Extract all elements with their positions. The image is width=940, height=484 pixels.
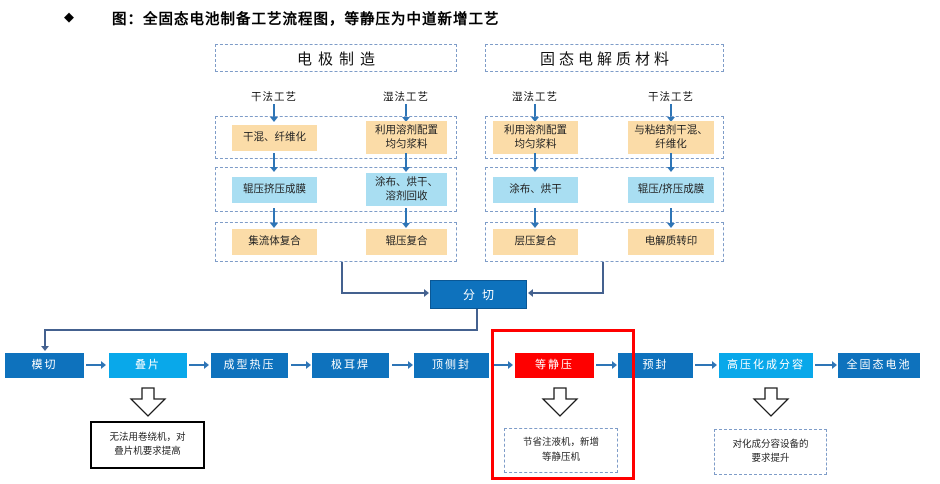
node-stacking: 叠片 bbox=[109, 353, 187, 378]
stage-container bbox=[485, 116, 724, 159]
right-arrow-icon bbox=[341, 289, 429, 297]
down-arrow-icon bbox=[667, 208, 675, 228]
section-header-electrolyte: 固态电解质材料 bbox=[485, 44, 724, 72]
step-solvent-slurry: 利用溶剂配置 均匀浆料 bbox=[366, 121, 447, 154]
note-formation-equipment: 对化成分容设备的 要求提升 bbox=[714, 429, 827, 475]
process-label-dry: 干法工艺 bbox=[648, 91, 694, 103]
step-collector-composite: 集流体复合 bbox=[232, 229, 317, 255]
down-arrow-icon bbox=[667, 153, 675, 172]
note-stacking-machine: 无法用卷绕机，对 叠片机要求提高 bbox=[90, 421, 205, 469]
right-arrow-icon bbox=[596, 361, 617, 369]
connector-line bbox=[602, 262, 604, 294]
node-isostatic-pressing: 等静压 bbox=[515, 353, 594, 378]
down-arrow-icon bbox=[270, 153, 278, 172]
left-arrow-icon bbox=[528, 289, 604, 297]
node-tab-welding: 极耳焊 bbox=[312, 353, 389, 378]
right-arrow-icon bbox=[291, 361, 311, 369]
stage-container bbox=[215, 222, 457, 262]
connector-line bbox=[476, 309, 478, 331]
step-coating-drying: 涂布、烘干 bbox=[493, 177, 578, 203]
down-arrow-icon bbox=[531, 153, 539, 172]
down-arrow-icon bbox=[402, 153, 410, 172]
step-roll-extrude-film: 辊压/挤压成膜 bbox=[628, 177, 714, 203]
step-lamination-composite: 层压复合 bbox=[493, 229, 578, 255]
stage-container bbox=[215, 116, 457, 159]
down-arrow-icon bbox=[270, 104, 278, 122]
note-isostatic-press-machine: 节省注液机，新增 等静压机 bbox=[504, 428, 618, 473]
hollow-down-arrow-icon bbox=[752, 387, 790, 417]
process-label-wet: 湿法工艺 bbox=[512, 91, 558, 103]
node-hot-press-forming: 成型热压 bbox=[211, 353, 288, 378]
step-roll-composite: 辊压复合 bbox=[366, 229, 447, 255]
node-die-cutting: 模切 bbox=[5, 353, 84, 378]
down-arrow-icon bbox=[531, 208, 539, 228]
node-top-side-sealing: 顶侧封 bbox=[414, 353, 489, 378]
node-formation-capacity: 高压化成分容 bbox=[719, 353, 813, 378]
stage-container bbox=[485, 167, 724, 212]
step-binder-dry-mix: 与粘结剂干混、 纤维化 bbox=[628, 121, 714, 154]
down-arrow-icon bbox=[41, 331, 49, 351]
stage-container bbox=[215, 167, 457, 212]
right-arrow-icon bbox=[815, 361, 837, 369]
stage-container bbox=[485, 222, 724, 262]
process-label-wet: 湿法工艺 bbox=[383, 91, 429, 103]
diamond-bullet-icon: ◆ bbox=[64, 10, 74, 25]
node-slitting: 分切 bbox=[430, 280, 527, 309]
figure-title: 图：全固态电池制备工艺流程图，等静压为中道新增工艺 bbox=[112, 12, 500, 28]
right-arrow-icon bbox=[86, 361, 106, 369]
step-solvent-slurry: 利用溶剂配置 均匀浆料 bbox=[493, 121, 578, 154]
highlight-rectangle bbox=[491, 329, 635, 480]
step-dry-mix: 干混、纤维化 bbox=[232, 125, 317, 151]
right-arrow-icon bbox=[695, 361, 717, 369]
connector-line bbox=[341, 262, 343, 294]
down-arrow-icon bbox=[667, 104, 675, 122]
down-arrow-icon bbox=[402, 208, 410, 228]
hollow-down-arrow-icon bbox=[541, 387, 579, 417]
step-electrolyte-transfer: 电解质转印 bbox=[628, 229, 714, 255]
right-arrow-icon bbox=[189, 361, 209, 369]
section-header-electrode: 电极制造 bbox=[215, 44, 457, 72]
process-label-dry: 干法工艺 bbox=[251, 91, 297, 103]
step-coating-drying-recovery: 涂布、烘干、 溶剂回收 bbox=[366, 173, 447, 206]
down-arrow-icon bbox=[270, 208, 278, 228]
down-arrow-icon bbox=[402, 104, 410, 122]
right-arrow-icon bbox=[392, 361, 413, 369]
node-pre-sealing: 预封 bbox=[618, 353, 693, 378]
connector-line bbox=[44, 329, 478, 331]
step-roll-press-film: 辊压挤压成膜 bbox=[232, 177, 317, 203]
node-all-solid-state-battery: 全固态电池 bbox=[838, 353, 920, 378]
down-arrow-icon bbox=[531, 104, 539, 122]
hollow-down-arrow-icon bbox=[129, 387, 167, 417]
right-arrow-icon bbox=[491, 361, 513, 369]
